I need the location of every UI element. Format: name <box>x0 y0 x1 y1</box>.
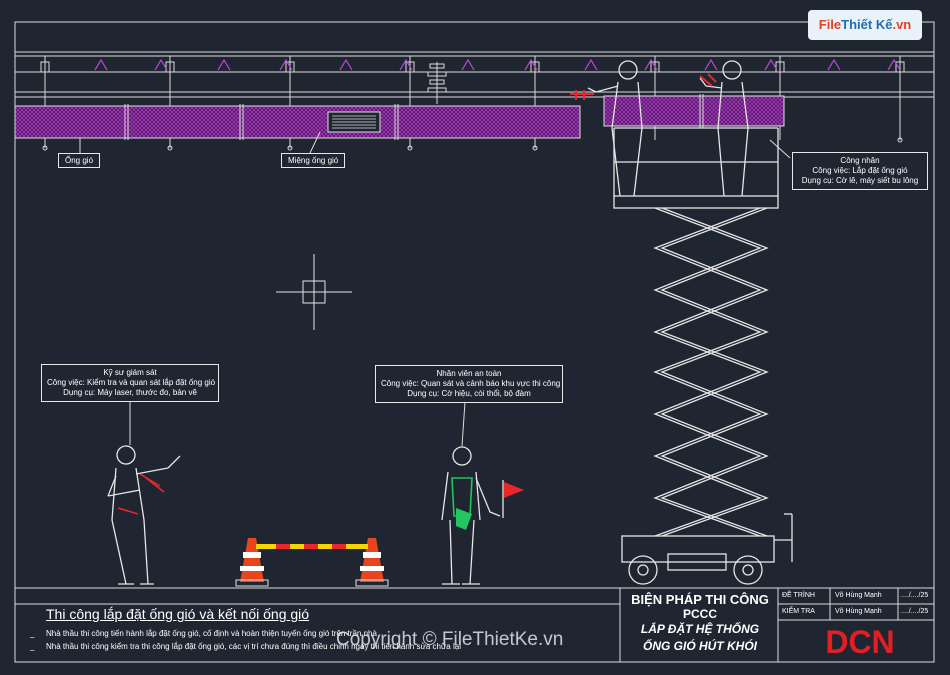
crosshair <box>276 254 352 330</box>
row1-role: ĐỀ TRÌNH <box>782 592 815 599</box>
riser <box>427 62 447 104</box>
row2-name: Võ Hùng Mạnh <box>835 608 882 615</box>
title-line-3: LẮP ĐẶT HỆ THỐNG <box>640 622 760 636</box>
engineer-figure <box>107 445 181 585</box>
row2-role: KIỂM TRA <box>782 608 815 615</box>
title-line-2: PCCC <box>682 607 717 621</box>
caption-line-1-text: Nhà thầu thi công tiến hành lắp đặt ống … <box>46 629 377 638</box>
caption-line-2: _Nhà thầu thi công kiểm tra thi công lắp… <box>30 642 461 651</box>
safety-vest-fill <box>456 508 472 530</box>
title-block-grid <box>15 588 934 662</box>
worker-note-title: Công nhân <box>840 156 880 165</box>
watermark-file: File <box>818 17 842 32</box>
engineer-note-title: Kỹ sư giám sát <box>103 368 157 377</box>
safety-note: Nhân viên an toàn Công việc: Quan sát và… <box>375 365 563 403</box>
worker-note-job: Công việc: Lắp đặt ống gió <box>812 166 908 175</box>
row2-date: ..../..../25 <box>901 608 929 615</box>
caption-line-1: _Nhà thầu thi công tiến hành lắp đặt ống… <box>30 629 377 638</box>
watermark-vn: .vn <box>892 17 912 32</box>
dcn-logo: DCN <box>825 624 894 658</box>
watermark-thietke: Thiết Kế <box>841 17 893 32</box>
leaders <box>79 131 791 159</box>
worker-note-tools: Dụng cụ: Cờ lê, máy siết bu lông <box>801 176 919 185</box>
caption-title: Thi công lắp đặt ống gió và kết nối ống … <box>46 606 310 622</box>
worker-note: Công nhân Công việc: Lắp đặt ống gió Dụn… <box>792 152 928 190</box>
caption-line-2-text: Nhà thầu thi công kiểm tra thi công lắp … <box>46 642 461 651</box>
duct <box>14 94 785 140</box>
engineer-red <box>117 473 165 515</box>
engineer-note-job: Công việc: Kiểm tra và quan sát lắp đặt … <box>47 378 216 387</box>
engineer-note-tools: Dụng cụ: Máy laser, thước đo, bản vẽ <box>63 388 197 397</box>
watermark-top: FileThiết Kế.vn <box>808 10 922 40</box>
safety-note-job: Công việc: Quan sát và cảnh báo khu vực … <box>381 379 561 388</box>
sprinklers <box>94 58 901 71</box>
watermark-bottom: Copyright © FileThietKe.vn <box>336 629 564 650</box>
barrier <box>256 544 368 549</box>
platform-workers <box>587 60 749 197</box>
title-line-4: ỐNG GIÓ HÚT KHÓI <box>643 639 757 653</box>
scissor-lift <box>613 127 793 585</box>
note-leaders <box>129 400 466 447</box>
tools-red <box>570 73 717 100</box>
engineer-note: Kỹ sư giám sát Công việc: Kiểm tra và qu… <box>41 364 219 402</box>
safety-figure <box>441 446 504 585</box>
grille-label: Miệng ống gió <box>281 153 346 168</box>
safety-flag <box>504 482 524 498</box>
ceiling <box>15 51 934 98</box>
duct-label: Ống gió <box>58 153 101 168</box>
safety-note-tools: Dụng cụ: Cờ hiệu, còi thổi, bộ đàm <box>407 389 531 398</box>
title-line-1: BIỆN PHÁP THI CÔNG <box>631 592 769 607</box>
safety-note-title: Nhân viên an toàn <box>436 369 502 378</box>
row1-date: ..../..../25 <box>901 592 929 599</box>
title-block-main: BIỆN PHÁP THI CÔNG PCCC LẮP ĐẶT HỆ THỐNG… <box>622 588 778 660</box>
drawing-frame <box>14 21 935 663</box>
dcn-logo-text: DCN <box>825 624 894 658</box>
row1-name: Võ Hùng Mạnh <box>835 592 882 599</box>
